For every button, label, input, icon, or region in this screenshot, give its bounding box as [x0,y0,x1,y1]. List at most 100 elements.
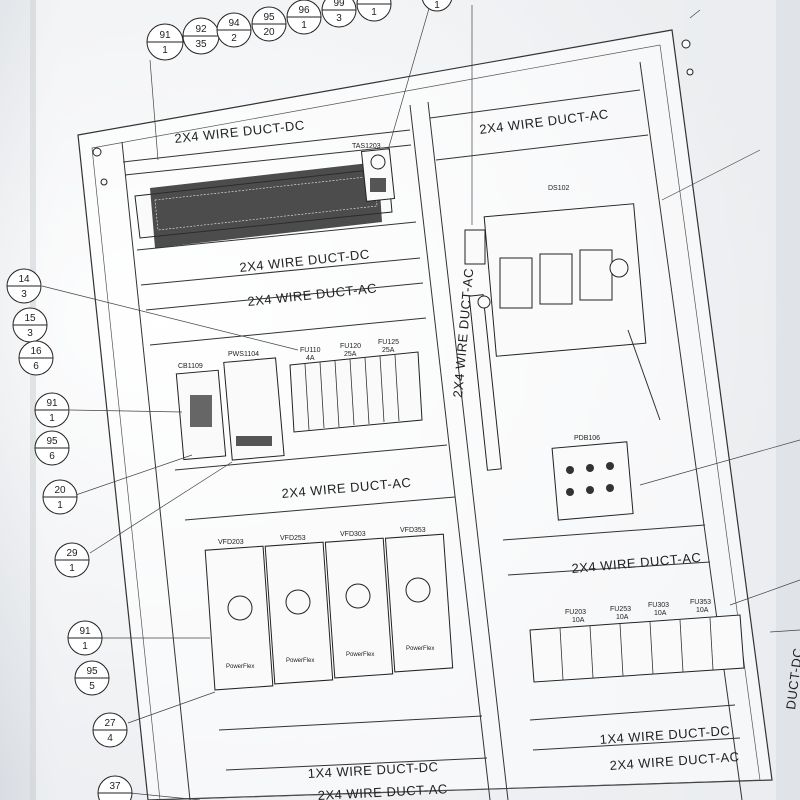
svg-text:91: 91 [159,30,171,41]
balloons-left: 14 3 15 3 16 6 91 1 95 6 [6,268,133,800]
tas1203-label: TAS1203 [352,143,381,150]
svg-text:91: 91 [46,398,58,409]
svg-text:1: 1 [69,563,75,574]
balloon: 29 1 [54,542,90,578]
right-duct-lines [429,89,741,751]
svg-text:1: 1 [371,7,377,18]
balloon: 95 20 [251,6,287,42]
svg-text:95: 95 [263,12,275,23]
fu203-label: FU203 [565,609,586,616]
balloon: 1 [356,0,392,22]
svg-text:4: 4 [107,733,113,744]
vfd-drive-4: PowerFlex [384,533,454,673]
wire-duct-label-right-edge: DUCT-DC [783,647,800,710]
vfd203-label: VFD203 [218,539,244,546]
fu353-label: FU353 [690,599,711,606]
fu253-rating: 10A [616,614,629,621]
ds102-label: DS102 [548,185,570,192]
fu303-label: FU303 [648,602,669,609]
vfd-brand-4: PowerFlex [406,646,434,652]
balloon: 94 2 [216,12,252,48]
leader-lines [41,4,800,800]
vfd-brand-1: PowerFlex [226,664,254,670]
balloon: 27 4 [92,712,128,748]
vfd353-label: VFD353 [400,527,426,534]
balloon: 14 3 [6,268,42,304]
svg-text:14: 14 [18,274,30,285]
svg-text:20: 20 [54,485,66,496]
svg-text:1: 1 [301,20,307,31]
svg-text:99: 99 [333,0,345,9]
fu353-rating: 10A [696,607,709,614]
vfd-brand-2: PowerFlex [286,658,314,664]
balloon: 95 6 [34,430,70,466]
left-duct-lines [122,129,488,771]
terminal-block-strip [134,162,393,248]
balloon: 95 5 [74,660,110,696]
fuse-rail-lower [529,614,745,683]
fu110-label: FU110 [300,347,321,354]
vfd-drive-2: PowerFlex [264,541,334,685]
svg-text:15: 15 [24,313,36,324]
vfd303-label: VFD303 [340,531,366,538]
svg-text:6: 6 [33,361,39,372]
svg-text:91: 91 [79,626,91,637]
center-duct-left-border [427,101,509,800]
svg-text:1: 1 [49,413,55,424]
right-column-border [639,61,743,800]
fu120-rating: 25A [344,351,357,358]
balloons-top: 91 1 92 35 94 2 95 20 96 1 [146,0,452,61]
svg-text:96: 96 [298,5,310,16]
backplate-inner-outline [91,44,761,800]
svg-text:20: 20 [263,27,275,38]
fu303-rating: 10A [654,610,667,617]
svg-text:92: 92 [195,24,207,35]
pdb106-label: PDB106 [574,435,600,442]
balloon: 92 35 [182,17,220,55]
svg-text:35: 35 [195,39,207,50]
svg-text:1: 1 [434,0,440,11]
fu110-rating: 4A [306,355,315,362]
pws1104-label: PWS1104 [228,351,259,358]
svg-text:1: 1 [57,500,63,511]
fu125-rating: 25A [382,347,395,354]
wire-duct-label-left-bottom-ac: 2X4 WIRE DUCT-AC [317,781,448,800]
fuse-rail-upper [289,351,423,433]
svg-text:3: 3 [336,13,342,24]
vfd-drive-1: PowerFlex [204,545,274,691]
vfd-brand-3: PowerFlex [346,652,374,658]
svg-text:95: 95 [46,436,58,447]
fu125-label: FU125 [378,339,399,346]
tas1203-relay [360,148,396,202]
cb1109-breaker [175,369,227,461]
vfd253-label: VFD253 [280,535,306,542]
svg-text:6: 6 [49,451,55,462]
svg-text:95: 95 [86,666,98,677]
balloon: 16 6 [18,340,54,376]
balloon: 96 1 [286,0,322,35]
svg-text:37: 37 [109,781,121,792]
svg-text:3: 3 [21,289,27,300]
balloon: 91 1 [34,392,70,428]
balloon: 37 [97,775,133,800]
svg-text:29: 29 [66,548,78,559]
balloon: 20 1 [42,479,78,515]
svg-text:27: 27 [104,718,116,729]
cb1109-label: CB1109 [178,363,203,370]
left-column-border [121,141,191,800]
svg-text:1: 1 [162,45,168,56]
balloon: 91 1 [146,23,184,61]
fu120-label: FU120 [340,343,361,350]
wire-duct-label-left-bottom-dc: 1X4 WIRE DUCT-DC [307,759,438,781]
balloon: 15 3 [12,307,48,343]
svg-text:16: 16 [30,346,42,357]
pws1104-power-supply [223,357,285,461]
mounting-holes [92,39,694,186]
svg-text:1: 1 [82,641,88,652]
pdb106-distribution-block [551,441,634,521]
vfd-drive-3: PowerFlex [324,537,394,679]
svg-text:2: 2 [231,33,237,44]
left-column-right-border [409,104,491,800]
ds102-disconnect [464,203,661,421]
